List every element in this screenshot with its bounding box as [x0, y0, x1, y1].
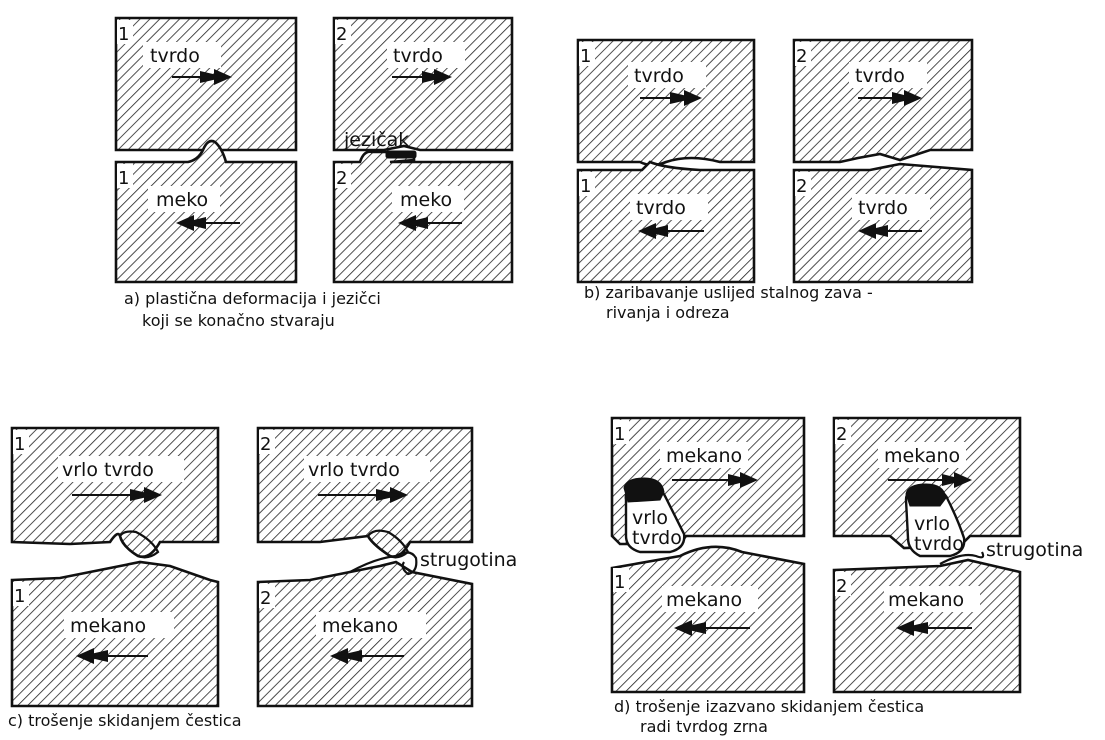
block-label: vrlo tvrdo — [62, 459, 154, 481]
hard-block — [332, 16, 514, 152]
block-number: 1 — [14, 434, 25, 455]
caption: radi tvrdog zrna — [640, 717, 768, 736]
soft-block — [610, 545, 806, 694]
panel-d: mekano 1 vrlo tvrdo mekano 1 mekano 2 vr… — [610, 416, 1083, 736]
hard-block — [114, 16, 298, 152]
caption: rivanja i odreza — [606, 303, 730, 322]
annotation-label: strugotina — [420, 549, 517, 571]
grain-label: tvrdo — [914, 533, 964, 555]
block-label: tvrdo — [393, 45, 443, 67]
block-number: 2 — [796, 176, 807, 197]
block-number: 1 — [614, 572, 625, 593]
block-number: 2 — [836, 576, 847, 597]
caption: koji se konačno stvaraju — [142, 311, 335, 330]
block-label: meko — [156, 189, 208, 211]
caption: d) trošenje izazvano skidanjem čestica — [614, 697, 924, 716]
block-label: mekano — [888, 589, 964, 611]
block-label: tvrdo — [634, 65, 684, 87]
panel-a: tvrdo 1 meko 1 tvrdo 2 meko 2 jezičak a)… — [114, 16, 514, 330]
very-hard-block — [10, 426, 220, 558]
grain-dark-top — [623, 477, 665, 503]
block-number: 2 — [336, 24, 347, 45]
block-label: tvrdo — [855, 65, 905, 87]
grain-label: vrlo — [914, 513, 950, 535]
block-label: mekano — [322, 615, 398, 637]
block-number: 1 — [580, 46, 591, 67]
block-number: 2 — [260, 588, 271, 609]
chip — [349, 551, 418, 576]
block-number: 1 — [118, 168, 129, 189]
block-label: tvrdo — [858, 197, 908, 219]
block-label: mekano — [70, 615, 146, 637]
grain-label: vrlo — [632, 507, 668, 529]
soft-block — [332, 150, 514, 284]
block-label: vrlo tvrdo — [308, 459, 400, 481]
panel-c: vrlo tvrdo 1 mekano 1 vrlo tvrdo 2 mekan… — [8, 426, 517, 730]
hard-block — [792, 38, 974, 164]
block-label: mekano — [666, 445, 742, 467]
block-number: 2 — [336, 168, 347, 189]
annotation-label: jezičak — [343, 129, 409, 151]
block-label: mekano — [666, 589, 742, 611]
panel-b: tvrdo 1 tvrdo 1 tvrdo 2 tvrdo 2 b) zarib… — [576, 38, 974, 322]
grain-dark-top — [905, 483, 947, 507]
chip — [939, 551, 985, 565]
hard-block — [576, 160, 756, 284]
cavity — [118, 530, 160, 559]
grain-label: tvrdo — [632, 527, 682, 549]
block-label: mekano — [884, 445, 960, 467]
hard-block — [792, 162, 974, 284]
caption: a) plastična deformacija i jezičci — [124, 289, 381, 308]
block-label: meko — [400, 189, 452, 211]
block-number: 1 — [118, 24, 129, 45]
block-number: 2 — [260, 434, 271, 455]
block-label: tvrdo — [150, 45, 200, 67]
block-label: tvrdo — [636, 197, 686, 219]
block-number: 1 — [614, 424, 625, 445]
block-number: 1 — [580, 176, 591, 197]
very-hard-block — [256, 426, 474, 558]
annotation-label: strugotina — [986, 539, 1083, 561]
caption: c) trošenje skidanjem čestica — [8, 711, 242, 730]
block-number: 2 — [796, 46, 807, 67]
block-number: 1 — [14, 586, 25, 607]
hard-block — [576, 38, 756, 167]
caption: b) zaribavanje uslijed stalnog zava - — [584, 283, 873, 302]
block-number: 2 — [836, 424, 847, 445]
tongue — [385, 150, 417, 159]
